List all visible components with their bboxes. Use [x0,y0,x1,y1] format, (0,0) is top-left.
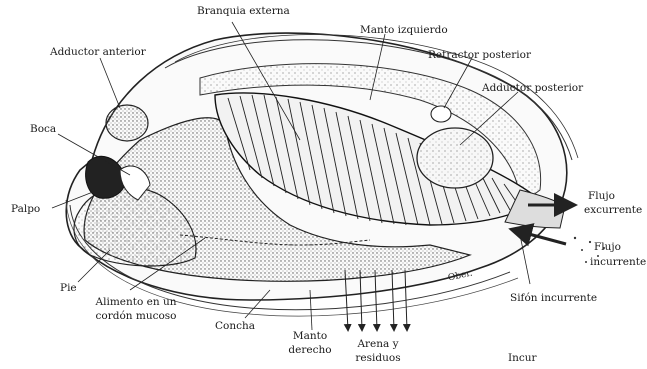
label-alimento-2: cordón mucoso [86,310,186,322]
label-adductor-anterior: Adductor anterior [50,46,146,58]
label-incur: Incur [508,352,537,364]
label-flujo-excurrente-2: excurrente [584,204,642,216]
label-retractor-posterior: Retractor posterior [428,49,531,61]
label-manto-derecho-1: Manto [282,330,338,342]
label-pie: Pie [60,282,77,294]
label-boca: Boca [30,123,56,135]
posterior-retractor [431,106,451,122]
label-palpo: Palpo [11,203,40,215]
label-flujo-excurrente-1: Flujo [588,190,615,202]
label-concha: Concha [215,320,255,332]
label-flujo-incurrente-1: Flujo [594,241,621,253]
label-manto-derecho-2: derecho [282,344,338,356]
label-branquia-externa: Branquia externa [197,5,290,17]
label-flujo-incurrente-2: incurrente [590,256,646,268]
label-sifon-incurrente: Sifón incurrente [510,292,597,304]
label-arena-2: residuos [348,352,408,364]
label-manto-izquierdo: Manto izquierdo [360,24,448,36]
label-adductor-posterior: Adductor posterior [482,82,583,94]
label-arena-1: Arena y [348,338,408,350]
label-alimento-1: Alimento en un [86,296,186,308]
anterior-adductor [106,105,148,141]
